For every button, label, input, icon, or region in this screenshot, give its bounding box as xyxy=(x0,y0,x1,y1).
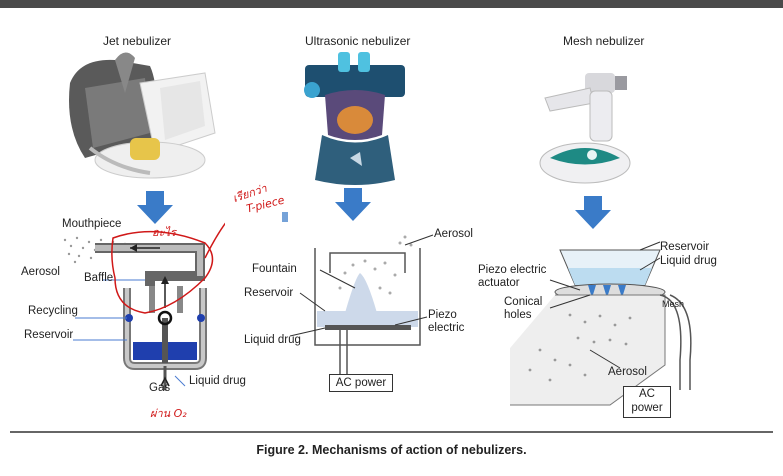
jet-label-liquid-drug: Liquid drug xyxy=(189,375,246,387)
mesh-label-aerosol: Aerosol xyxy=(608,366,647,378)
mesh-ac-line1: AC xyxy=(639,388,655,400)
ultrasonic-schematic xyxy=(289,234,434,375)
mesh-label-piezo-electric: Piezo electric xyxy=(478,264,547,276)
ultrasonic-nebulizer-photo xyxy=(304,52,405,185)
title-mesh-nebulizer: Mesh nebulizer xyxy=(563,34,645,48)
mesh-label-conical: Conical xyxy=(504,296,543,308)
mesh-down-arrow xyxy=(575,196,611,229)
caption-rule xyxy=(10,431,773,433)
ultrasonic-label-fountain: Fountain xyxy=(252,263,297,275)
title-ultrasonic-nebulizer: Ultrasonic nebulizer xyxy=(305,34,411,48)
mesh-label-holes: holes xyxy=(504,309,532,321)
ultrasonic-down-arrow xyxy=(335,188,371,221)
text-cursor xyxy=(282,212,288,222)
jet-nebulizer-photo xyxy=(69,52,216,179)
ultrasonic-ac-power-box: AC power xyxy=(329,374,393,392)
jet-label-mouthpiece: Mouthpiece xyxy=(62,218,122,230)
annotation-gas-note: ผ่าน O₂ xyxy=(150,407,187,420)
figure-caption: Figure 2. Mechanisms of action of nebuli… xyxy=(256,443,527,457)
ultrasonic-label-piezo: Piezo xyxy=(428,309,457,321)
jet-label-recycling: Recycling xyxy=(28,305,78,317)
title-jet-nebulizer: Jet nebulizer xyxy=(103,34,172,48)
jet-down-arrow xyxy=(137,191,173,224)
jet-label-aerosol: Aerosol xyxy=(21,266,60,278)
ultrasonic-label-liquid-drug: Liquid drug xyxy=(244,334,301,346)
annotation-jet-note: อะไร xyxy=(152,226,176,239)
ultrasonic-label-aerosol: Aerosol xyxy=(434,228,473,240)
mesh-schematic xyxy=(510,241,692,406)
jet-label-gas: Gas xyxy=(149,382,171,394)
mesh-ac-power-box: AC power xyxy=(623,386,671,418)
mesh-ac-line2: power xyxy=(631,402,663,414)
ultrasonic-label-reservoir: Reservoir xyxy=(244,287,294,299)
mesh-nebulizer-photo xyxy=(539,73,631,184)
mesh-label-liquid-drug: Liquid drug xyxy=(660,255,717,267)
mesh-label-mesh: Mesh xyxy=(662,299,685,309)
window-top-bar xyxy=(0,0,783,8)
mesh-label-reservoir: Reservoir xyxy=(660,241,710,253)
ultrasonic-label-electric: electric xyxy=(428,322,465,334)
jet-label-baffle: Baffle xyxy=(84,272,114,284)
mesh-label-actuator: actuator xyxy=(478,277,520,289)
jet-schematic xyxy=(63,222,225,390)
figure-panel: Jet nebulizer Ultrasonic nebulizer Mesh … xyxy=(0,8,783,428)
jet-label-reservoir: Reservoir xyxy=(24,329,74,341)
